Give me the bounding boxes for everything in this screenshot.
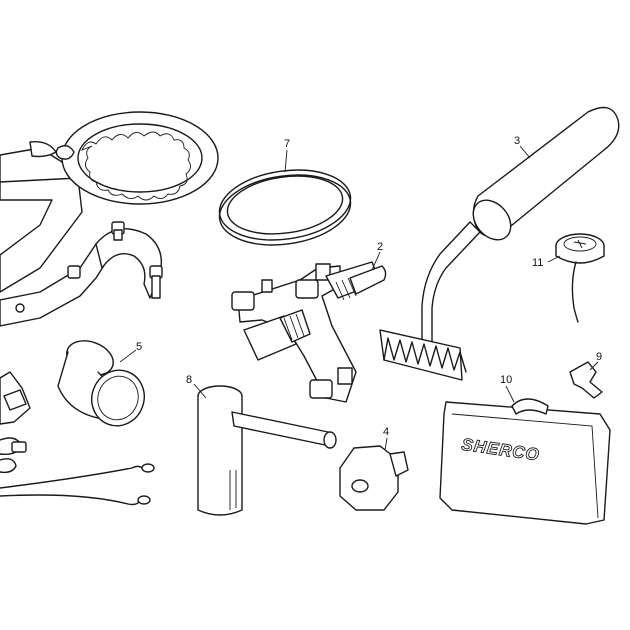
callout-4: 4 xyxy=(383,426,389,438)
callout-5: 5 xyxy=(136,341,142,353)
gauge-part-11: 11 xyxy=(532,233,605,323)
carry-case-part-10: SHERCO 10 xyxy=(439,374,611,525)
callout-10: 10 xyxy=(500,374,512,386)
puller-tool-part-2: 2 xyxy=(231,241,387,403)
socket-part-4: 4 xyxy=(339,426,409,511)
callout-9: 9 xyxy=(596,351,602,363)
t-tool-part-8: 8 xyxy=(186,374,337,516)
callout-3: 3 xyxy=(514,135,520,147)
callout-7: 7 xyxy=(284,138,290,150)
charger-with-cable xyxy=(0,371,155,506)
callout-11: 11 xyxy=(532,257,543,269)
callout-2: 2 xyxy=(377,241,383,253)
fitting-part-9: 9 xyxy=(569,351,603,399)
hook-spanner-tool xyxy=(0,221,163,327)
retaining-band-part-7: 7 xyxy=(218,138,352,246)
ring-spanner-tool xyxy=(0,111,219,293)
sleeve-part-5: 5 xyxy=(57,340,145,427)
callout-8: 8 xyxy=(186,374,192,386)
handle-tool-part-3: 3 xyxy=(379,106,620,381)
